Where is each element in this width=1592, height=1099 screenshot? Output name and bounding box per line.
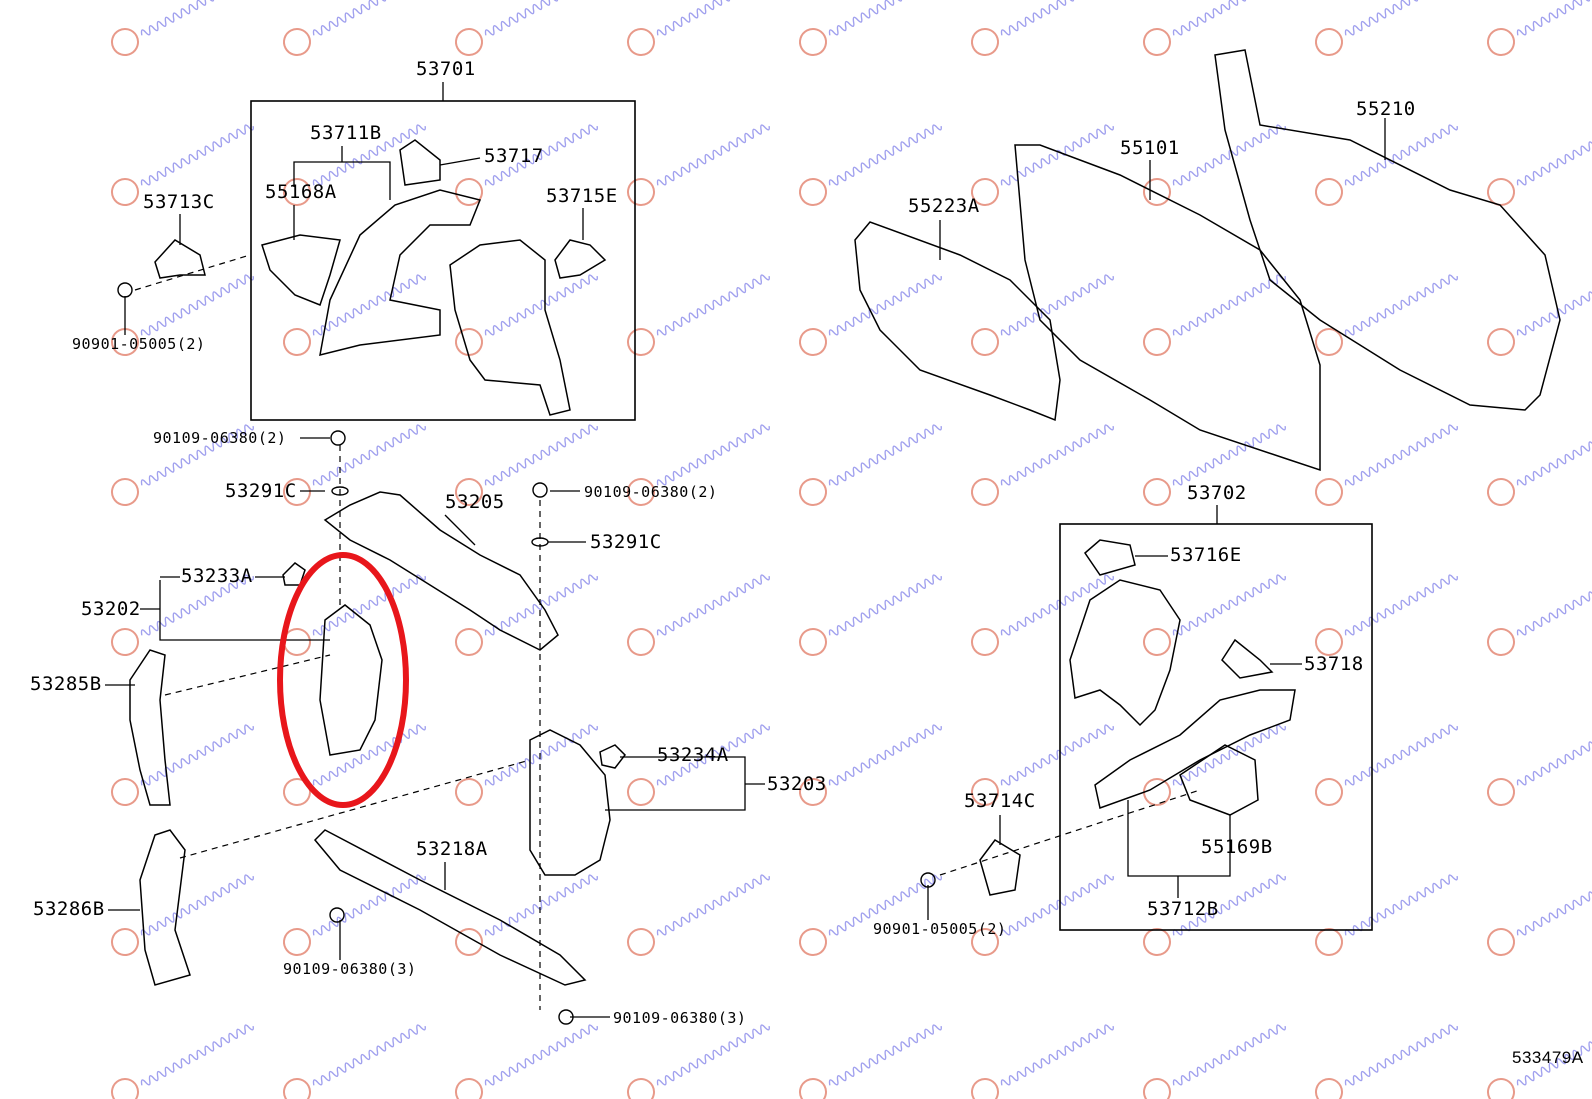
part-55168A [261,234,341,306]
label-bolt-90901-left: 90901-05005(2) [72,335,206,353]
label-53716E: 53716E [1170,544,1242,566]
clip-icon [531,537,549,547]
bolt-icon [558,1009,574,1025]
part-53203 [529,729,611,876]
part-53285B [129,649,171,806]
part-53218A [313,829,587,986]
label-53285B: 53285B [30,673,102,695]
label-bolt-90109-c: 90109-06380(3) [283,960,417,978]
part-55210 [1214,49,1561,411]
label-53234A: 53234A [657,744,729,766]
label-bolt-90901-right: 90901-05005(2) [873,920,1007,938]
label-bolt-90109-a: 90109-06380(2) [153,429,287,447]
part-53202 [319,604,383,756]
label-53715E: 53715E [546,185,618,207]
bolt-icon [330,430,346,446]
label-55101: 55101 [1120,137,1180,159]
part-53714C [979,839,1021,896]
part-55169B [1179,744,1259,816]
label-55168A: 55168A [265,181,337,203]
label-53202: 53202 [81,598,141,620]
part-53233A [282,562,306,586]
part-53286B [139,829,191,986]
part-53712B [1094,689,1296,809]
dashed-lines [134,254,1201,1010]
label-53702: 53702 [1187,482,1247,504]
highlight-ellipse [277,552,409,808]
label-53218A: 53218A [416,838,488,860]
bolt-icon [920,872,936,888]
figure-code: 533479A [1512,1048,1584,1067]
part-53718 [1221,638,1274,679]
bolts [117,282,936,1025]
part-outlines [129,49,1561,986]
part-53717 [399,139,441,186]
label-bolt-90109-b: 90109-06380(2) [584,483,718,501]
part-55223A [854,221,1061,422]
label-53711B: 53711B [310,122,382,144]
label-53718: 53718 [1304,653,1364,675]
label-53286B: 53286B [33,898,105,920]
label-53233A: 53233A [181,565,253,587]
bolt-icon [329,907,345,923]
label-53203: 53203 [767,773,827,795]
bolt-icon [532,482,548,498]
label-53701: 53701 [416,58,476,80]
label-53712B: 53712B [1147,898,1219,920]
label-53717: 53717 [484,145,544,167]
bolt-icon [117,282,133,298]
label-53205: 53205 [445,491,505,513]
label-53714C: 53714C [964,790,1036,812]
part-53711B [319,189,482,357]
part-53713C [154,239,206,279]
part-53234A [599,744,626,769]
label-55210: 55210 [1356,98,1416,120]
part-53205 [323,491,559,651]
label-53291C-b: 53291C [590,531,662,553]
group-box-53702 [1059,523,1373,931]
label-53713C: 53713C [143,191,215,213]
label-bolt-90109-d: 90109-06380(3) [613,1009,747,1027]
label-53291C-a: 53291C [225,480,297,502]
part-53701-apron [449,239,571,416]
clip-icon [331,486,349,496]
part-53715E [554,239,607,279]
part-53702-apron [1069,579,1181,727]
label-55169B: 55169B [1201,836,1273,858]
group-box-53701 [250,100,636,421]
part-55101 [1014,144,1321,472]
part-53716E [1084,539,1136,576]
label-55223A: 55223A [908,195,980,217]
